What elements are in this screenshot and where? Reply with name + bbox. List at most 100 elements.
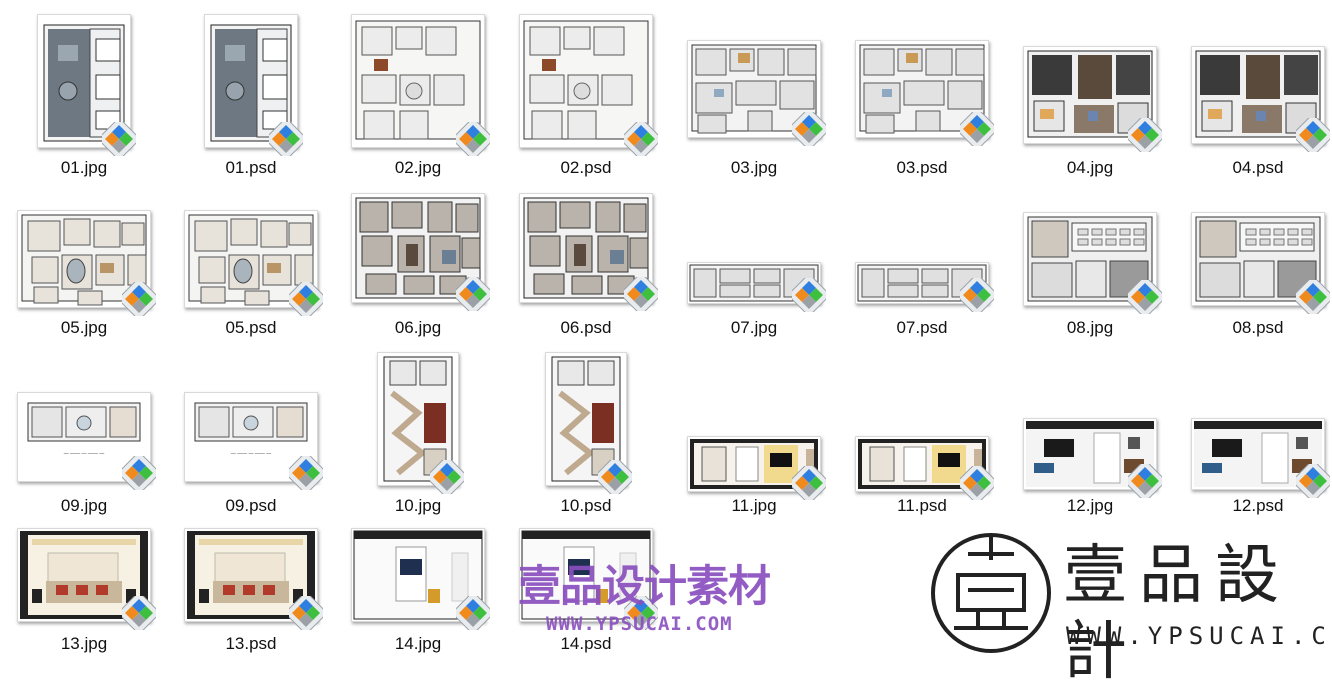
file-type-overlay-icon	[787, 461, 831, 505]
file-item[interactable]: — —— — —— — 09.psd	[167, 350, 335, 518]
file-type-overlay-icon	[1123, 113, 1167, 157]
file-name: 02.jpg	[394, 158, 442, 177]
file-item[interactable]: 05.psd	[167, 190, 335, 340]
file-type-overlay-icon	[619, 272, 663, 316]
file-name: 09.jpg	[60, 496, 108, 515]
file-item[interactable]: 07.jpg	[670, 190, 838, 340]
svg-text:— —— — —— —: — —— — —— —	[231, 451, 272, 457]
file-type-overlay-icon	[955, 461, 999, 505]
file-name: 04.psd	[1232, 158, 1284, 177]
file-name: 02.psd	[560, 158, 612, 177]
file-type-overlay-icon	[284, 591, 328, 635]
file-item[interactable]: 01.jpg	[0, 10, 168, 180]
file-item[interactable]: 03.psd	[838, 10, 1006, 180]
file-item[interactable]: 10.psd	[502, 350, 670, 518]
file-item[interactable]: — —— — —— — 09.jpg	[0, 350, 168, 518]
file-item[interactable]: 06.jpg	[334, 190, 502, 340]
file-item[interactable]: 06.psd	[502, 190, 670, 340]
file-type-overlay-icon	[264, 117, 308, 161]
file-type-overlay-icon	[284, 277, 328, 321]
file-type-overlay-icon	[619, 117, 663, 161]
file-item[interactable]: 13.psd	[167, 520, 335, 656]
file-type-overlay-icon	[1123, 459, 1167, 503]
file-type-overlay-icon	[955, 107, 999, 151]
file-name: 14.jpg	[394, 634, 442, 653]
file-thumbnail[interactable]	[519, 14, 653, 148]
file-name: 07.jpg	[730, 318, 778, 337]
file-item[interactable]: 12.jpg	[1006, 350, 1174, 518]
logo-url: WWW.YPSUCAI.COM	[1066, 622, 1332, 650]
file-thumbnail[interactable]	[1023, 46, 1157, 144]
file-type-overlay-icon	[284, 451, 328, 495]
svg-text:— —— — —— —: — —— — —— —	[64, 451, 105, 457]
file-name: 12.psd	[1232, 496, 1284, 515]
file-name: 03.psd	[896, 158, 948, 177]
file-item[interactable]: 03.jpg	[670, 10, 838, 180]
file-grid: 01.jpg 01.psd 02.jpg 02.psd 03.jpg 03.ps…	[0, 10, 1332, 656]
file-thumbnail[interactable]	[855, 40, 989, 138]
file-name: 11.jpg	[731, 496, 777, 515]
file-thumbnail[interactable]	[351, 528, 485, 622]
file-type-overlay-icon	[451, 272, 495, 316]
file-name: 05.jpg	[60, 318, 108, 337]
file-name: 10.psd	[560, 496, 612, 515]
file-item[interactable]: 10.jpg	[334, 350, 502, 518]
file-name: 08.psd	[1232, 318, 1284, 337]
file-item[interactable]: 05.jpg	[0, 190, 168, 340]
file-item[interactable]: 11.psd	[838, 350, 1006, 518]
file-name: 10.jpg	[394, 496, 442, 515]
file-item[interactable]: 02.psd	[502, 10, 670, 180]
file-type-overlay-icon	[1291, 275, 1332, 319]
file-item[interactable]: 14.psd	[502, 520, 670, 656]
file-type-overlay-icon	[1291, 113, 1332, 157]
file-name: 07.psd	[896, 318, 948, 337]
watermark-url: WWW.YPSUCAI.COM	[546, 613, 733, 635]
file-type-overlay-icon	[787, 107, 831, 151]
file-item[interactable]: 12.psd	[1174, 350, 1332, 518]
file-thumbnail[interactable]	[519, 528, 653, 622]
file-item[interactable]: 14.jpg	[334, 520, 502, 656]
file-type-overlay-icon	[117, 591, 161, 635]
file-type-overlay-icon	[97, 117, 141, 161]
file-name: 11.psd	[897, 496, 947, 515]
file-item[interactable]: 08.jpg	[1006, 190, 1174, 340]
file-type-overlay-icon	[117, 277, 161, 321]
file-thumbnail[interactable]	[519, 193, 653, 303]
file-item[interactable]: 08.psd	[1174, 190, 1332, 340]
file-item[interactable]: 04.psd	[1174, 10, 1332, 180]
file-type-overlay-icon	[451, 591, 495, 635]
file-type-overlay-icon	[425, 455, 469, 499]
file-name: 12.jpg	[1066, 496, 1114, 515]
file-name: 01.psd	[225, 158, 277, 177]
watermark-title: 壹品设计素材	[518, 562, 771, 612]
file-type-overlay-icon	[619, 591, 663, 635]
file-type-overlay-icon	[1291, 459, 1332, 503]
file-name: 01.jpg	[60, 158, 108, 177]
file-thumbnail[interactable]	[1023, 212, 1157, 306]
file-item[interactable]: 01.psd	[167, 10, 335, 180]
file-name: 14.psd	[560, 634, 612, 653]
file-thumbnail[interactable]	[17, 210, 151, 308]
file-item[interactable]: 07.psd	[838, 190, 1006, 340]
file-item[interactable]: 11.jpg	[670, 350, 838, 518]
file-name: 08.jpg	[1066, 318, 1114, 337]
file-name: 13.psd	[225, 634, 277, 653]
file-thumbnail[interactable]	[351, 14, 485, 148]
file-name: 03.jpg	[730, 158, 778, 177]
logo-name: 壹品設計	[1063, 539, 1291, 689]
file-item[interactable]: 04.jpg	[1006, 10, 1174, 180]
file-type-overlay-icon	[955, 273, 999, 317]
file-thumbnail[interactable]	[37, 14, 131, 148]
file-name: 06.jpg	[394, 318, 442, 337]
file-name: 05.psd	[225, 318, 277, 337]
logo-seal-icon	[931, 533, 1051, 653]
file-name: 13.jpg	[60, 634, 108, 653]
file-type-overlay-icon	[593, 455, 637, 499]
file-thumbnail[interactable]	[184, 210, 318, 308]
file-thumbnail[interactable]: — —— — —— —	[184, 392, 318, 482]
file-type-overlay-icon	[787, 273, 831, 317]
file-item[interactable]: 02.jpg	[334, 10, 502, 180]
file-item[interactable]: 13.jpg	[0, 520, 168, 656]
watermark: 壹品设计素材 WWW.YPSUCAI.COM	[518, 563, 818, 643]
file-name: 09.psd	[225, 496, 277, 515]
